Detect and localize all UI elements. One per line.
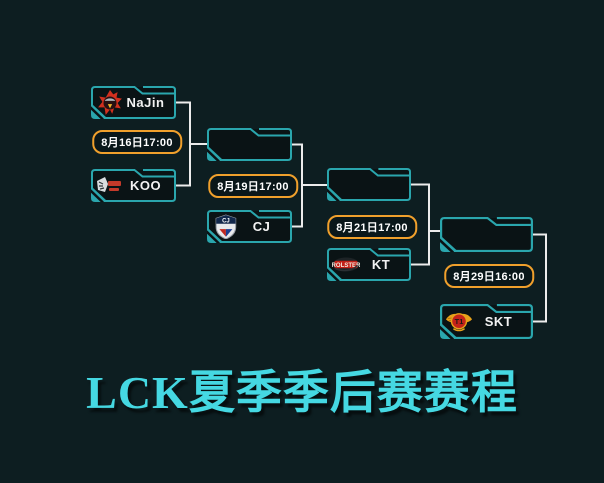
team-box-cj: CJ CJ [207, 210, 292, 243]
team-name [357, 168, 405, 201]
connector-round-3 [411, 183, 440, 266]
team-name: NaJin [126, 95, 165, 110]
winner-box-round-2 [207, 128, 292, 161]
najin-logo-icon [96, 89, 124, 116]
team-name [237, 128, 286, 161]
match-date-badge: 8月19日17:00 [208, 174, 298, 198]
cj-logo-icon: CJ [212, 214, 240, 240]
team-name: KT [371, 257, 391, 272]
koo-logo-icon [96, 173, 124, 199]
match-date-badge: 8月29日16:00 [444, 264, 534, 288]
team-box-kt: ROLSTER KT [327, 248, 411, 281]
kt-logo-icon: ROLSTER [332, 252, 360, 278]
page-title: LCK夏季季后赛赛程 [86, 367, 518, 418]
team-name [470, 217, 527, 252]
team-box-koo: KOO [91, 169, 176, 202]
team-box-skt: T1 SKT [440, 304, 533, 339]
svg-text:T1: T1 [455, 317, 464, 326]
team-name: KOO [129, 178, 162, 193]
match-date-badge: 8月21日17:00 [327, 215, 417, 239]
team-box-najin: NaJin [91, 86, 176, 119]
winner-box-round-3 [327, 168, 411, 201]
team-name: SKT [484, 314, 513, 329]
svg-text:CJ: CJ [222, 218, 230, 224]
match-date-badge: 8月16日17:00 [92, 130, 182, 154]
team-name: CJ [252, 219, 271, 234]
svg-text:ROLSTER: ROLSTER [332, 263, 360, 269]
skt-logo-icon: T1 [445, 309, 473, 335]
connector-round-1 [176, 101, 207, 187]
connector-round-2 [292, 143, 327, 228]
connector-final [533, 233, 547, 323]
winner-box-final [440, 217, 533, 252]
